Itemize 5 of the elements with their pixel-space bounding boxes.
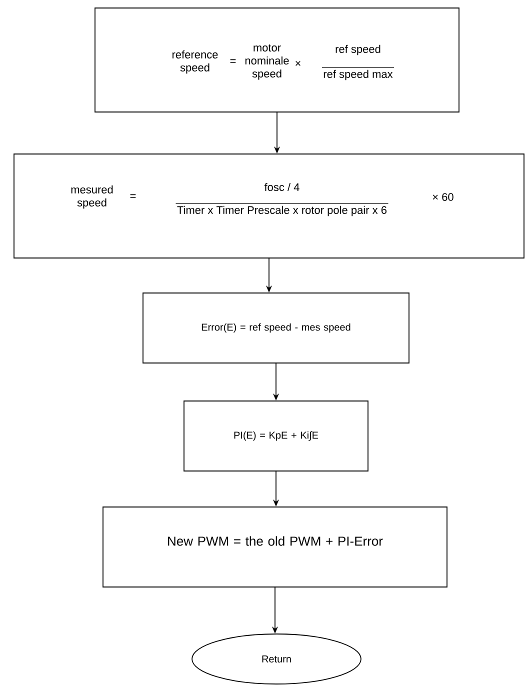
- process-box: reference speed = motor nominale speed × ref speed ref speed max: [94, 8, 460, 112]
- process-box: New PWM = the old PWM + PI-Error: [102, 506, 448, 588]
- process-box: Error(E) = ref speed - mes speed: [142, 292, 410, 364]
- process-box: mesured speed = fosc / 4 Timer x Timer Prescale x rotor pole pair x 6 × 60: [14, 154, 524, 258]
- process-box: PI(E) = KpE + Ki∫E: [184, 400, 368, 472]
